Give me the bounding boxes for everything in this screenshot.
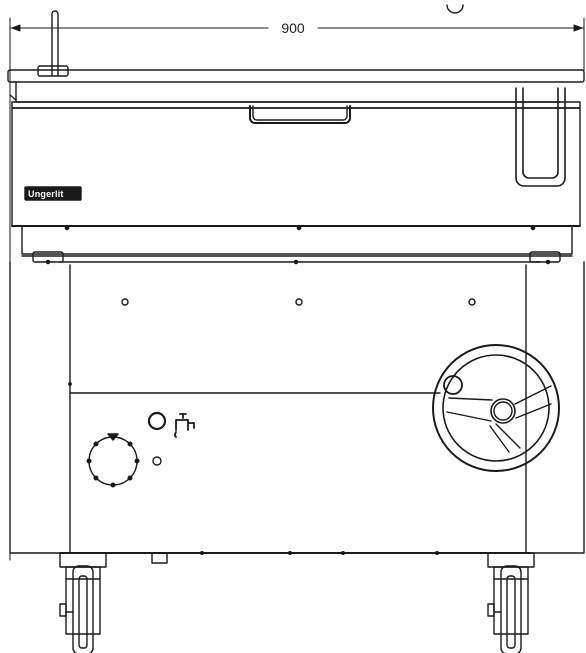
pan-body	[11, 107, 581, 227]
right-caster-wheel	[487, 552, 535, 653]
pan-rim	[21, 225, 573, 265]
brand-label: Ungerlit	[28, 189, 64, 199]
left-caster-wheel	[59, 552, 107, 653]
side-handle	[515, 87, 566, 187]
water-valve-knob	[147, 411, 167, 466]
lid	[7, 69, 585, 124]
base-cabinet	[9, 261, 585, 564]
tilt-handwheel-icon	[432, 344, 560, 472]
brand-badge: Ungerlit	[24, 186, 82, 201]
lid-lever	[37, 10, 69, 77]
cutoff-circle	[446, 4, 464, 14]
water-tap-icon	[174, 413, 195, 438]
width-dimension-label: 900	[270, 19, 316, 37]
timer-dial-icon	[86, 433, 140, 488]
